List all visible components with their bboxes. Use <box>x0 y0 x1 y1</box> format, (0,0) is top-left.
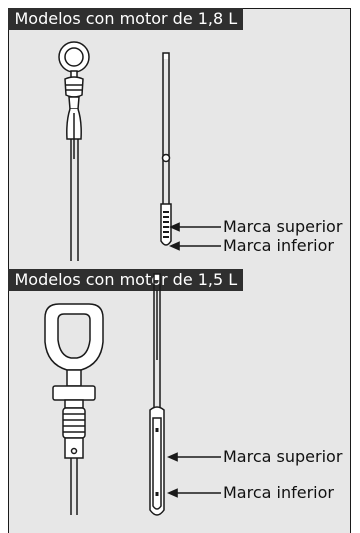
diagram-panel-1-8l: Modelos con motor de 1,8 L <box>7 7 351 270</box>
upper-mark-label-1-5l: Marca superior <box>223 447 343 466</box>
dipstick-illustration-1-5l <box>44 273 221 516</box>
upper-mark-label-1-8l: Marca superior <box>223 217 343 236</box>
dipstick-illustration-1-8l <box>58 41 221 261</box>
section-title-1-5l: Modelos con motor de 1,5 L <box>7 268 244 291</box>
dipstick-blade-1-8l <box>160 52 172 246</box>
dipstick-handle-ring-1-8l <box>58 41 90 261</box>
dipstick-blade-1-5l <box>149 273 165 516</box>
diagram-panel-1-5l: Modelos con motor de 1,5 L <box>7 268 351 533</box>
dipstick-handle-loop-1-5l <box>44 303 104 515</box>
lower-mark-label-1-5l: Marca inferior <box>223 483 334 502</box>
lower-mark-label-1-8l: Marca inferior <box>223 236 334 255</box>
section-title-1-8l: Modelos con motor de 1,8 L <box>7 7 244 30</box>
leader-lines-1-8l <box>169 222 221 251</box>
leader-lines-1-5l <box>167 452 221 498</box>
